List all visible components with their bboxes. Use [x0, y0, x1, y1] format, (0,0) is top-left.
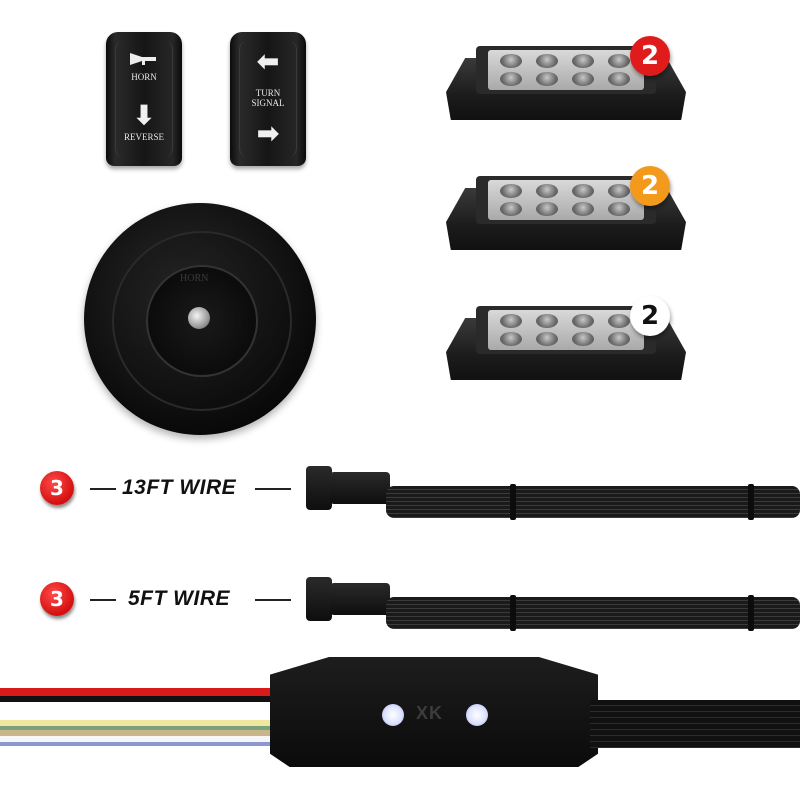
divider: [90, 599, 116, 601]
quantity-badge-orange: 2: [630, 166, 670, 206]
wire-13ft-connector: [306, 466, 332, 510]
status-led-left: [382, 704, 404, 726]
wire-5ft-label: 5FT WIRE: [128, 587, 230, 610]
cable-tie: [748, 484, 754, 520]
status-led-right: [466, 704, 488, 726]
power-wire-red: [0, 688, 290, 696]
quantity-badge-white: 2: [630, 296, 670, 336]
led-pod-red: 2: [446, 36, 686, 126]
quantity-badge-red: 2: [630, 36, 670, 76]
brand-logo: XK: [416, 703, 444, 723]
switch-label-reverse: REVERSE: [123, 132, 164, 142]
signal-wire-tan: [0, 730, 300, 736]
horn-center-bolt: [188, 307, 210, 329]
wire-13ft-quantity-badge: 3: [40, 471, 74, 505]
turn-signal-switch: ⬅ TURN SIGNAL ➡: [230, 32, 306, 166]
output-ribbon-cable: [590, 700, 800, 748]
divider: [90, 488, 116, 490]
signal-wire-green: [0, 726, 300, 730]
divider: [255, 599, 291, 601]
arrow-left-icon: ⬅: [257, 46, 279, 76]
arrow-right-icon: ➡: [257, 118, 279, 148]
signal-wire-blue: [0, 742, 300, 746]
horn-embossed-text: HORN: [180, 273, 209, 284]
wire-13ft-bundle: [386, 486, 800, 518]
horn-speaker: HORN: [84, 203, 316, 435]
switch-label-horn: HORN: [131, 72, 157, 82]
wire-5ft-connector: [306, 577, 332, 621]
led-pod-white: 2: [446, 296, 686, 386]
arrow-down-icon: ⬇: [133, 100, 155, 130]
cable-tie: [748, 595, 754, 631]
wire-13ft-label: 13FT WIRE: [122, 476, 237, 499]
led-pod-amber: 2: [446, 166, 686, 256]
led-controller-box: XK: [270, 657, 598, 767]
signal-wire-yellow: [0, 720, 300, 726]
wire-5ft-bundle: [386, 597, 800, 629]
horn-reverse-switch: HORN ⬇ REVERSE: [106, 32, 182, 166]
divider: [255, 488, 291, 490]
switch-label-turn: TURN: [255, 88, 281, 98]
ground-wire-black: [0, 696, 290, 702]
wire-5ft-quantity-badge: 3: [40, 582, 74, 616]
switch-label-signal: SIGNAL: [251, 98, 285, 108]
cable-tie: [510, 595, 516, 631]
horn-icon: [128, 50, 160, 68]
cable-tie: [510, 484, 516, 520]
signal-wire-white: [0, 736, 300, 742]
